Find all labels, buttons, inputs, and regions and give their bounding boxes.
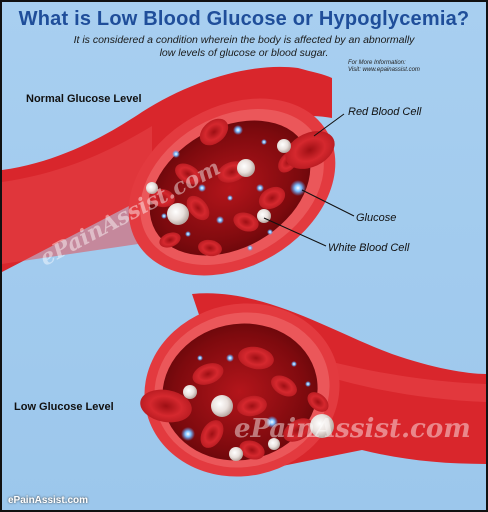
- glucose-low: [181, 354, 311, 441]
- callout-lines: [263, 113, 355, 247]
- low-vessel: [144, 293, 486, 477]
- page-subtitle: It is considered a condition wherein the…: [22, 34, 466, 60]
- page-title: What is Low Blood Glucose or Hypoglycemi…: [18, 8, 470, 30]
- watermark-bottom: ePainAssist.com: [234, 414, 471, 444]
- glucose-normal: [161, 125, 306, 251]
- normal-glucose-label: Normal Glucose Level: [26, 93, 142, 105]
- subtitle-line-1: It is considered a condition wherein the…: [73, 34, 415, 46]
- footer-brand[interactable]: ePainAssist.com: [8, 495, 89, 506]
- red-blood-cell-label: Red Blood Cell: [348, 106, 422, 118]
- red-blood-cells-normal: [149, 118, 335, 257]
- low-glucose-label: Low Glucose Level: [14, 401, 114, 413]
- white-blood-cells-low: [183, 385, 334, 461]
- white-blood-cell-label: White Blood Cell: [328, 242, 410, 254]
- highlighted-red-blood-cell: [285, 131, 335, 169]
- more-info-text: For More Information:: [348, 60, 406, 66]
- glucose-label: Glucose: [356, 212, 397, 224]
- red-blood-cells-low: [140, 346, 329, 460]
- visit-link[interactable]: Visit: www.epainassist.com: [348, 67, 420, 73]
- subtitle-line-2: low levels of glucose or blood sugar.: [159, 47, 329, 59]
